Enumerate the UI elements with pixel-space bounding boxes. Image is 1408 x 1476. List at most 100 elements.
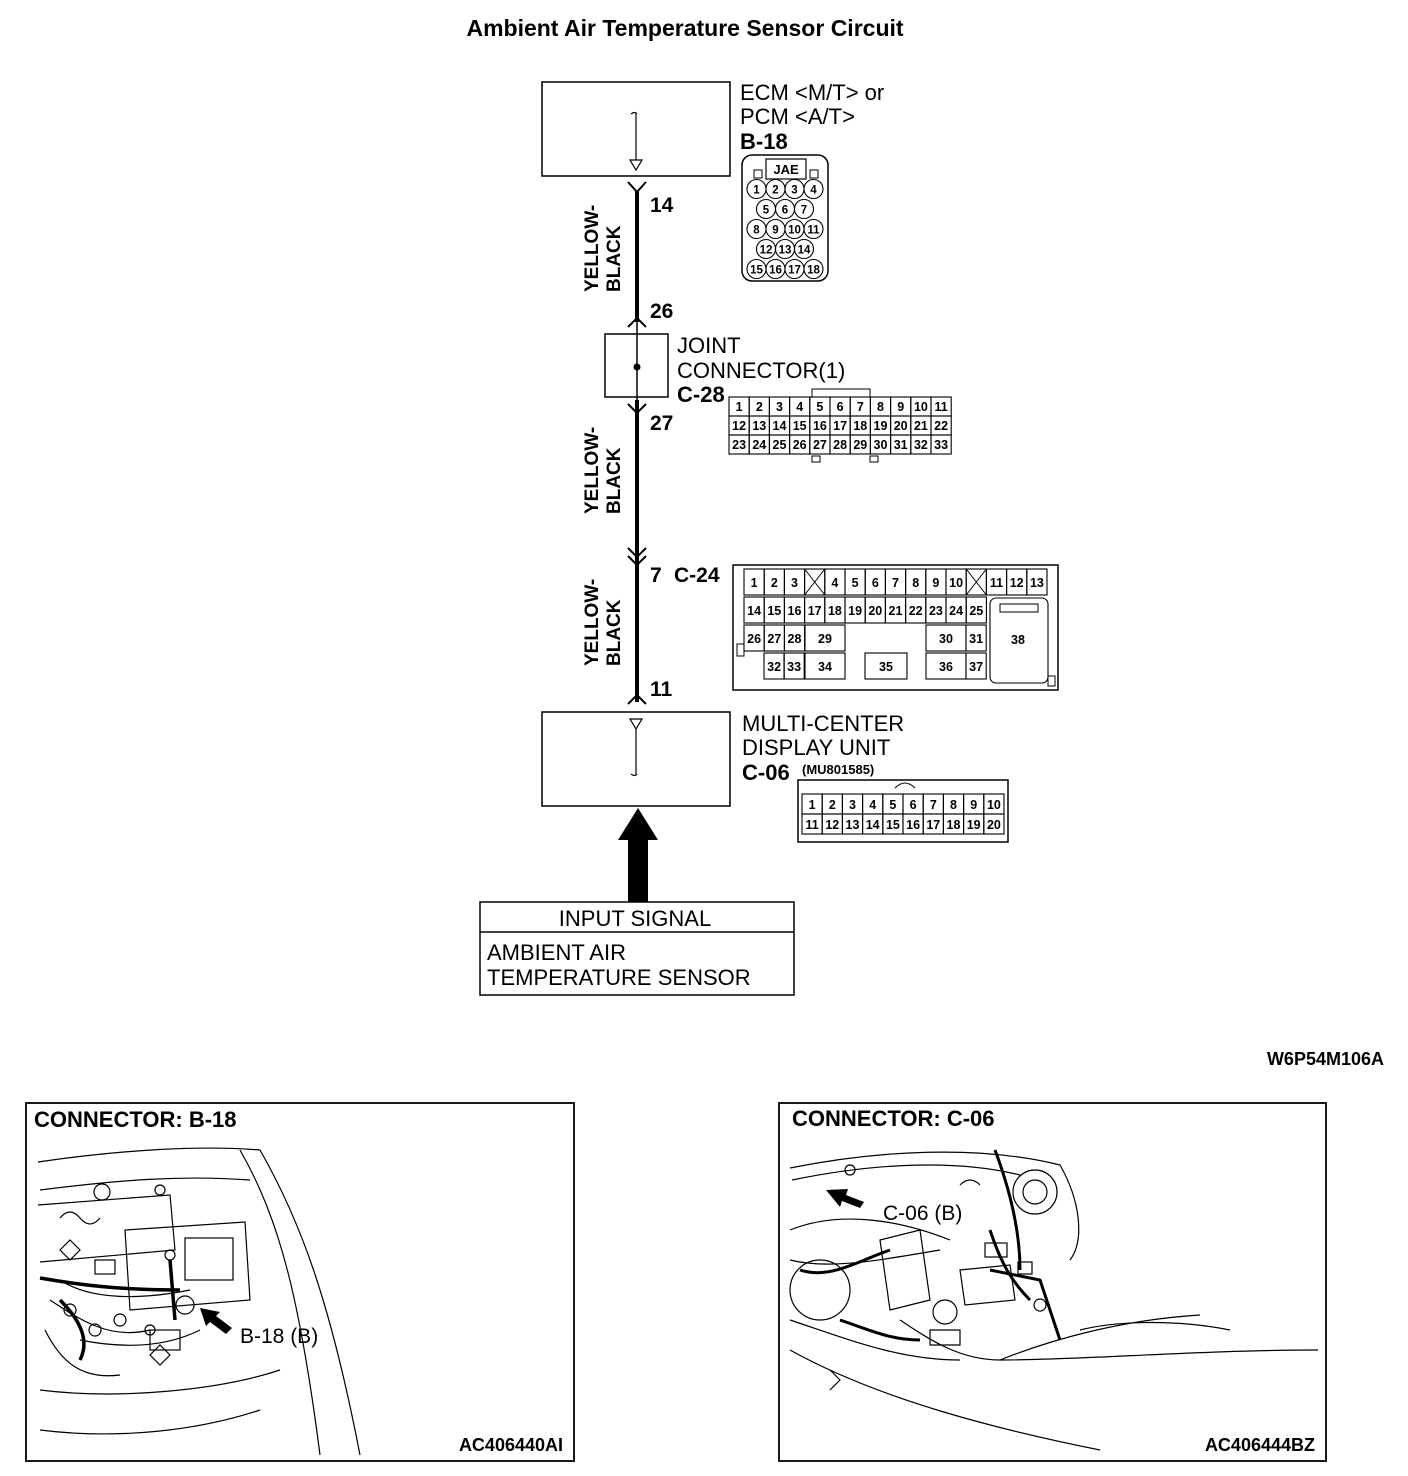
ecm-pin-number: 2	[772, 185, 778, 197]
terminal-mark-27	[627, 403, 647, 415]
ecm-pin-number: 6	[782, 205, 788, 217]
c24-pin-cell	[864, 652, 908, 680]
joint-label-line1: JOINT	[677, 333, 741, 358]
ecm-pin-number: 7	[801, 205, 807, 217]
input-signal-box	[479, 901, 795, 996]
c24-pin-number: 36	[939, 660, 953, 674]
mcdu-pin-number: 2	[829, 798, 836, 812]
ecm-pin-number: 4	[810, 185, 817, 197]
ecm-pin-number: 8	[753, 225, 760, 237]
joint-pin-number: 9	[897, 400, 904, 414]
ecm-pin-number: 1	[753, 185, 760, 197]
c24-pin-number: 31	[969, 632, 983, 646]
joint-label-line2: CONNECTOR(1)	[677, 358, 845, 383]
joint-pin-number: 27	[813, 438, 827, 452]
pin-label-14: 14	[650, 194, 674, 217]
c24-pin-number: 14	[747, 604, 761, 618]
joint-pin-number: 14	[773, 419, 787, 433]
c24-blank-cell	[804, 568, 826, 596]
joint-pin-number: 7	[857, 400, 864, 414]
pin-label-27: 27	[650, 412, 673, 435]
c24-pin-number: 29	[818, 632, 832, 646]
mcdu-connector-code: C-06	[742, 760, 790, 785]
joint-pin-number: 5	[816, 400, 823, 414]
ecm-pin-number: 13	[779, 245, 792, 257]
ecm-pin	[803, 218, 824, 240]
c24-pin-number: 34	[818, 660, 832, 674]
mcdu-pin-number: 14	[866, 818, 880, 832]
c24-pin-cell	[804, 624, 846, 652]
mcdu-pin-cell	[983, 813, 1005, 835]
c24-pin-number: 10	[949, 576, 963, 590]
joint-pin-number: 25	[773, 438, 787, 452]
terminal-mark-14	[627, 181, 647, 194]
ecm-pin-number: 11	[807, 225, 820, 237]
c24-pin-number: 1	[751, 576, 758, 590]
c24-pin-number: 30	[939, 632, 953, 646]
ecm-pin-number: 12	[760, 245, 773, 257]
ecm-pin-number: 18	[807, 265, 820, 277]
joint-pin-number: 17	[833, 419, 847, 433]
pin-label-7: 7	[650, 564, 662, 587]
ecm-pin-number: 15	[750, 265, 763, 277]
c24-pin-number: 17	[808, 604, 822, 618]
svg-text:BLACK: BLACK	[604, 225, 625, 292]
joint-connector-box	[604, 333, 669, 398]
c24-pin-number: 27	[767, 632, 781, 646]
joint-pin-number: 6	[837, 400, 844, 414]
ecm-connector-code: B-18	[740, 129, 788, 154]
mcdu-internal-symbol	[628, 718, 644, 777]
page-title: Ambient Air Temperature Sensor Circuit	[466, 15, 903, 41]
c24-pin-cell	[989, 597, 1049, 684]
c24-pin-number: 15	[767, 604, 781, 618]
panel-c06-code: AC406444BZ	[1205, 1435, 1315, 1455]
svg-text:YELLOW-: YELLOW-	[582, 579, 603, 666]
c24-pin-number: 4	[831, 576, 838, 590]
wire-color-3: YELLOW- BLACK	[582, 579, 625, 666]
wire-color-2: YELLOW- BLACK	[582, 427, 625, 514]
c24-pin-number: 5	[852, 576, 859, 590]
ecm-pin-number: 17	[788, 265, 801, 277]
connector-panel-b18: CONNECTOR: B-18	[25, 1102, 575, 1462]
joint-pin-number: 32	[914, 438, 928, 452]
svg-text:BLACK: BLACK	[604, 447, 625, 514]
ecm-pin	[793, 238, 815, 260]
b18-callout-arrow	[200, 1308, 232, 1334]
connector-mark-c24	[627, 547, 647, 567]
joint-pin-number: 13	[752, 419, 766, 433]
joint-pin-number: 28	[833, 438, 847, 452]
joint-pin-number: 18	[853, 419, 867, 433]
panel-b18-callout: B-18 (B)	[240, 1325, 318, 1348]
joint-pin-number: 24	[752, 438, 766, 452]
ecm-label-line1: ECM <M/T> or	[740, 80, 884, 105]
joint-pin-number: 15	[793, 419, 807, 433]
ecm-pin-number: 14	[798, 245, 811, 257]
mcdu-pin-number: 10	[987, 798, 1001, 812]
joint-pin-number: 2	[756, 400, 763, 414]
mcdu-pin-number: 20	[987, 818, 1001, 832]
joint-pin-number: 8	[877, 400, 884, 414]
c24-pin-number: 21	[889, 604, 903, 618]
pin-label-11: 11	[650, 678, 673, 701]
c24-pin-number: 9	[932, 576, 939, 590]
joint-pin-number: 10	[914, 400, 928, 414]
mcdu-part-number: (MU801585)	[802, 762, 874, 777]
mcdu-pin-number: 17	[926, 818, 940, 832]
joint-pin-number: 1	[736, 400, 743, 414]
c24-pin-number: 33	[787, 660, 801, 674]
c24-pin-number: 28	[788, 632, 802, 646]
c24-pin-number: 2	[771, 576, 778, 590]
mcdu-pin-number: 13	[846, 818, 860, 832]
c24-pin-number: 25	[969, 604, 983, 618]
input-signal-arrow	[618, 808, 658, 902]
panel-c06-title: CONNECTOR: C-06	[792, 1106, 995, 1131]
c24-key	[736, 643, 745, 657]
c24-pin-cell	[965, 624, 987, 652]
c24-pin-number: 32	[767, 660, 781, 674]
input-signal-line1: AMBIENT AIR	[487, 940, 626, 965]
mcdu-pin-number: 15	[886, 818, 900, 832]
